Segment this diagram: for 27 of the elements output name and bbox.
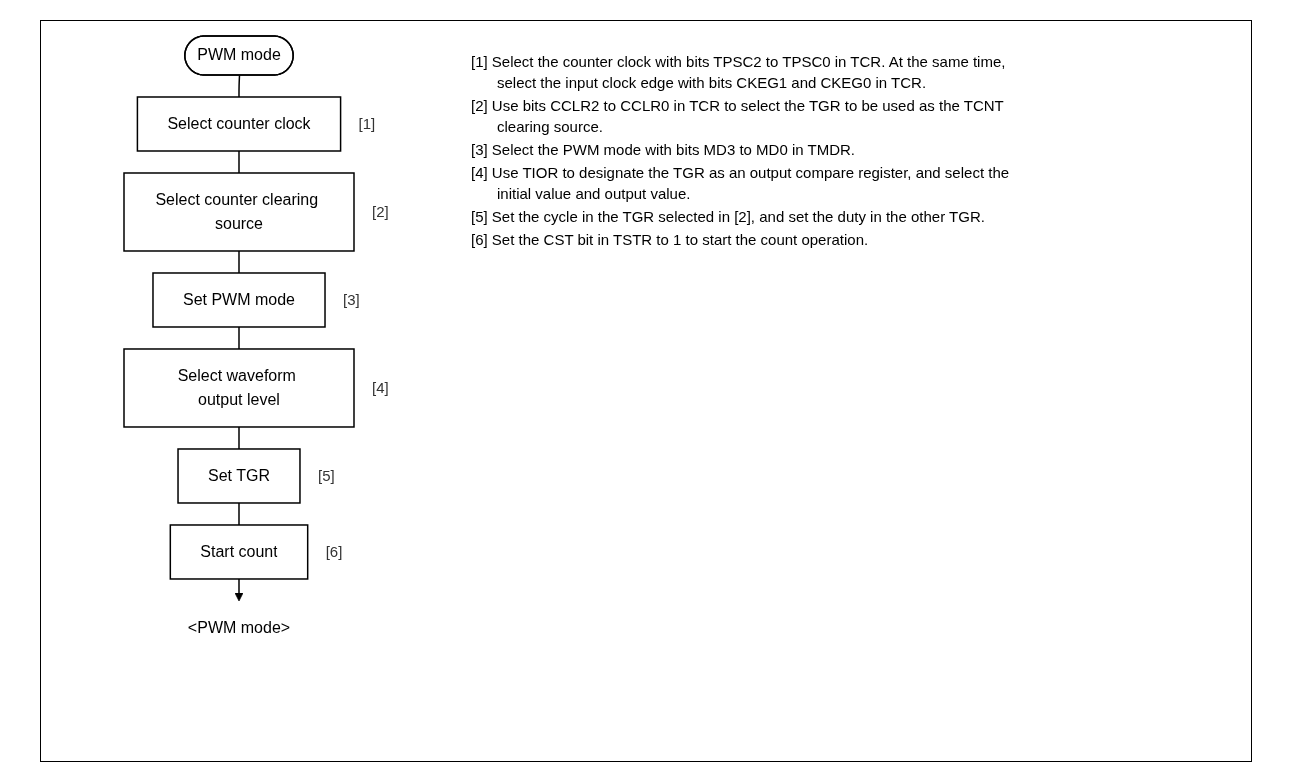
- process-box: Select waveform output level: [122, 348, 355, 428]
- process-box: Set PWM mode: [151, 272, 326, 328]
- connector-line: [234, 578, 244, 602]
- step-note: [5] Set the cycle in the TGR selected in [2], and set the duty in the other TGR.: [471, 207, 986, 227]
- step-number: [6]: [325, 543, 342, 560]
- process-box: Select counter clearing source: [122, 172, 355, 252]
- connector-line: [237, 250, 240, 274]
- connector-line: [237, 502, 240, 526]
- step-number: [3]: [342, 291, 360, 308]
- connector-line: [237, 74, 240, 98]
- step-note: [6] Set the CST bit in TSTR to 1 to start the count operation.: [471, 230, 870, 250]
- step-note: [2] Use bits CCLR2 to CCLR0 in TCR to select the TGR to be used as the TCNT clearing source.: [471, 96, 1005, 137]
- connector-line: [237, 426, 240, 450]
- step-number: [5]: [317, 467, 335, 484]
- step-number: [2]: [371, 203, 389, 220]
- process-box: Select counter clock: [136, 96, 341, 152]
- step-number: [4]: [371, 379, 389, 396]
- process-box: Set TGR: [176, 448, 301, 504]
- step-number: [1]: [358, 115, 375, 132]
- terminal-box: PWM mode: [183, 35, 294, 76]
- connector-line: [237, 150, 240, 174]
- step-note: [1] Select the counter clock with bits TPSC2 to TPSC0 in TCR. At the same time, select the input clock edge with bits CKEG1 and CKEG0 in TCR.: [471, 52, 1007, 93]
- step-note: [3] Select the PWM mode with bits MD3 to MD0 in TMDR.: [471, 140, 856, 160]
- step-note: [4] Use TIOR to designate the TGR as an output compare register, and select the initial value and output value.: [471, 163, 1011, 204]
- process-box: Start count: [169, 524, 309, 580]
- end-label: <PWM mode>: [187, 619, 290, 636]
- connector-line: [237, 326, 240, 350]
